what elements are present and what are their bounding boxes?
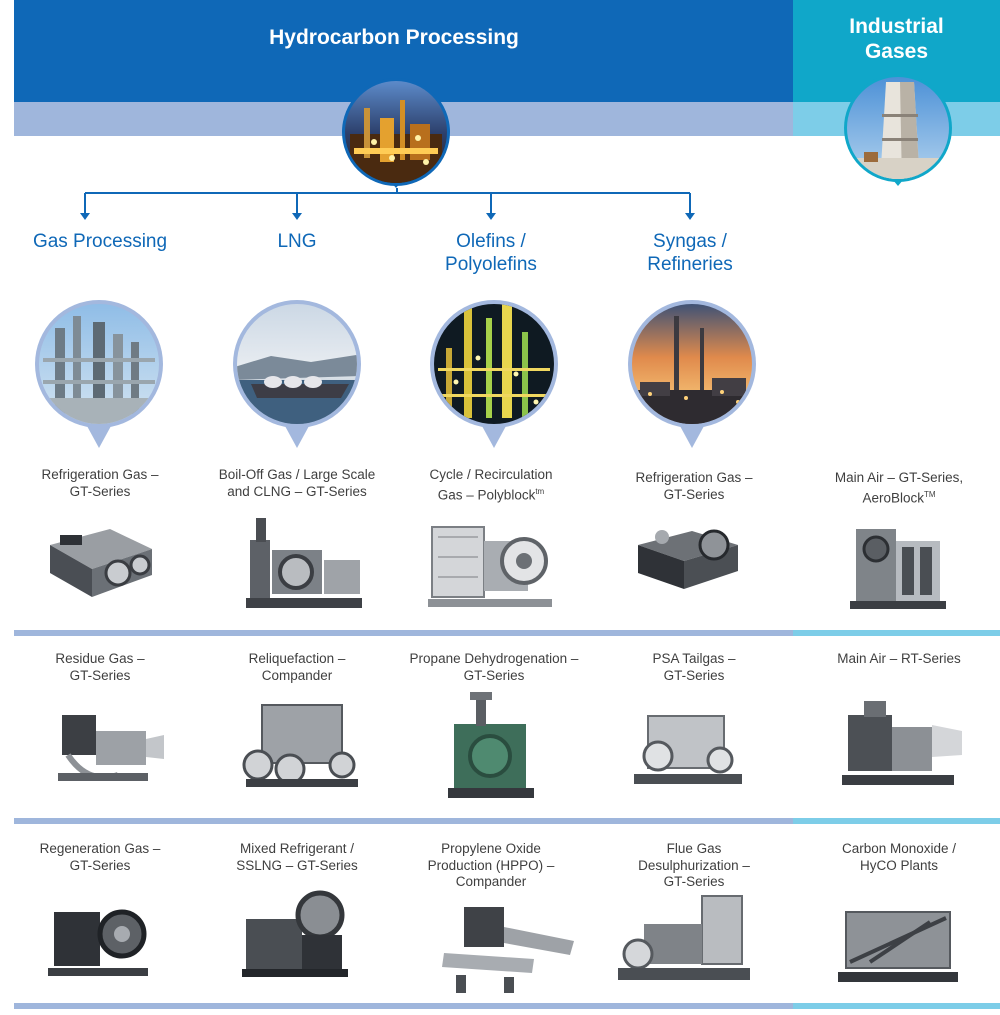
product-label-line1: Propylene Oxide [441, 841, 541, 856]
product-label-line2: GT-Series [69, 857, 131, 873]
refinery-sunset-photo-pin [628, 300, 756, 448]
product-label-residue-gas: Residue Gas – GT-Series [10, 651, 190, 684]
category-label-line1: LNG [277, 231, 317, 252]
trademark-superscript: TM [923, 489, 936, 499]
product-label-line2: Production (HPPO) – [427, 857, 555, 873]
product-label-propane-dehydrogenation: Propane Dehydrogenation – GT-Series [396, 651, 592, 684]
product-label-line1: Flue Gas [666, 841, 722, 856]
product-label-line1: Propane Dehydrogenation – [409, 651, 579, 666]
product-label-line1: Mixed Refrigerant / [239, 841, 355, 856]
product-label-line1: Refrigeration Gas – [41, 467, 159, 482]
category-label-line1: Olefins / [456, 231, 526, 252]
hydrocarbon-row-divider-2 [14, 818, 793, 824]
product-label-line2: GT-Series [663, 486, 725, 502]
propane-dehydrogenation-compressor-image [448, 692, 534, 798]
product-label-reliquefaction: Reliquefaction – Compander [207, 651, 387, 684]
air-separation-tower-photo-pin [844, 74, 952, 186]
product-label-carbon-monoxide: Carbon Monoxide / HyCO Plants [806, 841, 992, 874]
product-label-line1: Boil-Off Gas / Large Scale [218, 467, 376, 482]
industrial-gases-title: Industrial Gases [793, 14, 1000, 64]
product-label-main-air-gt: Main Air – GT-Series, AeroBlockTM [806, 470, 992, 507]
product-label-refrigeration-gas-gt: Refrigeration Gas – GT-Series [10, 467, 190, 500]
product-label-flue-gas-desulphurization: Flue Gas Desulphurization – GT-Series [604, 841, 784, 891]
psa-tailgas-compressor-image [634, 715, 742, 784]
product-label-line2: Compander [261, 667, 333, 683]
product-label-line2: and CLNG – GT-Series [227, 483, 367, 499]
product-label-line1: Main Air – GT-Series, [834, 470, 964, 485]
product-label-line1: Carbon Monoxide / [841, 841, 957, 856]
product-label-line1: Reliquefaction – [248, 651, 346, 666]
product-label-cycle-recirculation-gas: Cycle / Recirculation Gas – Polyblocktm [401, 467, 581, 504]
product-label-line2: GT-Series [663, 667, 725, 683]
category-label-line2: Refineries [647, 254, 733, 275]
product-label-line1: Residue Gas – [55, 651, 145, 666]
hppo-compander-image [442, 907, 574, 993]
product-label-line2-text: Gas – Polyblock [437, 487, 536, 502]
category-lng: LNG [217, 230, 377, 253]
product-label-line3: Compander [455, 874, 527, 889]
industrial-gases-row-divider-1 [793, 630, 1000, 636]
polyblock-compressor-image [428, 526, 552, 607]
category-label-line1: Gas Processing [32, 231, 168, 252]
product-label-line2: SSLNG – GT-Series [236, 857, 358, 873]
product-label-propylene-oxide: Propylene Oxide Production (HPPO) – Comp… [401, 841, 581, 891]
reliquefaction-compander-image [242, 704, 358, 787]
category-label-line2: Polyolefins [445, 254, 537, 275]
product-label-line2: GT-Series [69, 667, 131, 683]
category-gas-processing: Gas Processing [10, 230, 190, 253]
category-label-line1: Syngas / [653, 231, 727, 252]
product-label-line2: AeroBlockTM [806, 487, 992, 507]
flue-gas-desulphurization-compressor-image [618, 895, 750, 980]
syngas-refrigeration-compressor-image [638, 529, 738, 589]
lng-carrier-ship-photo-pin [233, 300, 361, 448]
product-label-line1: Cycle / Recirculation [429, 467, 553, 482]
product-label-boil-off-gas: Boil-Off Gas / Large Scale and CLNG – GT… [204, 467, 390, 500]
industrial-gases-row-divider-3 [793, 1003, 1000, 1009]
main-air-aeroblock-compressor-image [850, 529, 946, 609]
residue-gas-compressor-image [58, 715, 164, 781]
product-label-psa-tailgas: PSA Tailgas – GT-Series [604, 651, 784, 684]
regeneration-gas-compressor-image [48, 909, 148, 976]
product-label-line1: Refrigeration Gas – [635, 470, 753, 485]
industrial-gases-title-line2: Gases [864, 40, 929, 63]
product-label-line2: Gas – Polyblocktm [401, 484, 581, 504]
product-label-line2-text: AeroBlock [862, 490, 924, 505]
trademark-superscript: tm [535, 486, 545, 496]
product-label-line1: Main Air – RT-Series [837, 651, 961, 666]
product-label-line1: PSA Tailgas – [652, 651, 736, 666]
industrial-gases-title-line1: Industrial [849, 15, 944, 38]
product-label-mixed-refrigerant: Mixed Refrigerant / SSLNG – GT-Series [207, 841, 387, 874]
category-syngas-refineries: Syngas / Refineries [610, 230, 770, 276]
product-label-regeneration-gas: Regeneration Gas – GT-Series [10, 841, 190, 874]
refrigeration-gas-compressor-image [50, 529, 152, 597]
hydrocarbon-row-divider-3 [14, 1003, 793, 1009]
olefins-plant-night-photo-pin [430, 300, 558, 448]
product-label-line1: Regeneration Gas – [39, 841, 161, 856]
product-label-line2: GT-Series [463, 667, 525, 683]
mixed-refrigerant-compressor-image [242, 890, 348, 977]
main-air-rt-compressor-image [842, 701, 962, 785]
hyco-plant-compressor-image [838, 911, 958, 982]
industrial-gases-row-divider-2 [793, 818, 1000, 824]
product-label-line2: GT-Series [69, 483, 131, 499]
hydrocarbon-processing-title: Hydrocarbon Processing [269, 26, 519, 49]
refinery-night-photo-pin [342, 78, 450, 188]
category-olefins-polyolefins: Olefins / Polyolefins [411, 230, 571, 276]
gas-processing-plant-photo-pin [35, 300, 163, 448]
product-label-line3: GT-Series [663, 874, 725, 889]
product-label-refrigeration-gas-syngas: Refrigeration Gas – GT-Series [604, 470, 784, 503]
product-label-line2: HyCO Plants [859, 857, 939, 873]
boil-off-gas-compressor-image [246, 518, 362, 608]
product-label-main-air-rt: Main Air – RT-Series [806, 651, 992, 668]
product-label-line2: Desulphurization – [638, 857, 750, 873]
hydrocarbon-row-divider-1 [14, 630, 793, 636]
